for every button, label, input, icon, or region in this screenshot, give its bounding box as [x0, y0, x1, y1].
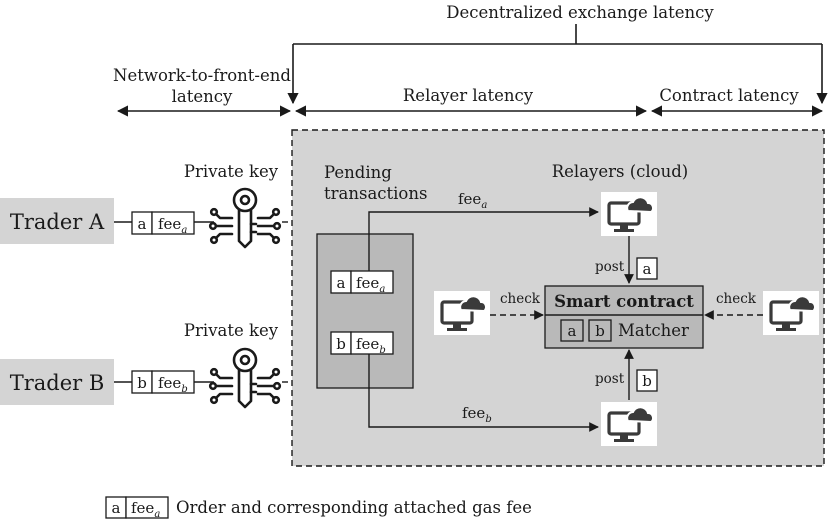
trader-b-label: Trader B: [10, 371, 105, 395]
legend-text: Order and corresponding attached gas fee: [176, 498, 532, 517]
matcher-order-b-id: b: [595, 322, 605, 340]
matcher-order-a-id: a: [568, 322, 577, 340]
post-b-label: post: [595, 371, 625, 387]
relayers-label: Relayers (cloud): [552, 162, 689, 181]
matcher-order-a: [560, 319, 584, 342]
post-b-order-id: b: [642, 372, 652, 390]
matcher-label: Matcher: [618, 321, 689, 340]
post-a-order-tag: [636, 257, 658, 280]
smart-contract-title: Smart contract: [554, 292, 694, 311]
checker-left-icon: [432, 289, 492, 337]
trader-b-box: [0, 359, 114, 405]
fee-a-arrow: [368, 207, 599, 271]
trader-b-order-tag: b feeb: [131, 370, 195, 395]
legend: a feea Order and corresponding attached …: [105, 496, 532, 519]
fee-a-label: feea: [458, 190, 487, 211]
trader-a-box: [0, 198, 114, 244]
pending-title-line1: Pending: [324, 163, 392, 182]
svg-text:feea: feea: [356, 274, 385, 295]
relayer-top-icon: [599, 190, 659, 238]
pending-title-line2: transactions: [324, 184, 427, 203]
trader-b-order-id: b: [137, 374, 147, 392]
svg-text:b: b: [336, 335, 346, 353]
decentralized-latency-label: Decentralized exchange latency: [446, 3, 714, 22]
relayer-bottom-icon: [599, 400, 659, 448]
post-b-order-tag: [636, 369, 658, 392]
network-latency-label-line2: latency: [172, 87, 233, 106]
legend-order-id: a: [112, 499, 121, 517]
private-key-icon-a: [208, 187, 282, 249]
pending-order-a: a feea: [330, 270, 394, 295]
pending-order-b: b feeb: [330, 331, 394, 356]
private-key-icon-b: [208, 347, 282, 409]
post-a-label: post: [595, 259, 625, 275]
contract-latency-label: Contract latency: [659, 86, 799, 105]
matcher-order-b: [588, 319, 612, 342]
private-key-label-b: Private key: [184, 321, 279, 340]
fee-b-label: feeb: [462, 404, 492, 425]
relayer-latency-label: Relayer latency: [403, 86, 534, 105]
svg-text:feeb: feeb: [356, 335, 386, 356]
check-left-label: check: [500, 291, 541, 307]
pending-transactions-box: [316, 233, 414, 389]
legend-fee-box: [125, 496, 169, 519]
trader-a-order-id: a: [138, 215, 147, 233]
svg-text:a: a: [337, 274, 346, 292]
network-latency-label-line1: Network-to-front-end: [113, 66, 291, 85]
post-a-order-id: a: [643, 260, 652, 278]
trader-a-fee: feea: [158, 215, 187, 236]
private-key-label-a: Private key: [184, 162, 279, 181]
fee-b-arrow: [368, 354, 599, 432]
legend-fee: feea: [131, 499, 160, 519]
trader-b-fee: feeb: [158, 374, 188, 395]
trader-a-label: Trader A: [10, 210, 105, 234]
check-right-label: check: [716, 291, 757, 307]
trader-a-order-tag: a feea: [131, 211, 195, 236]
checker-right-icon: [761, 289, 821, 337]
